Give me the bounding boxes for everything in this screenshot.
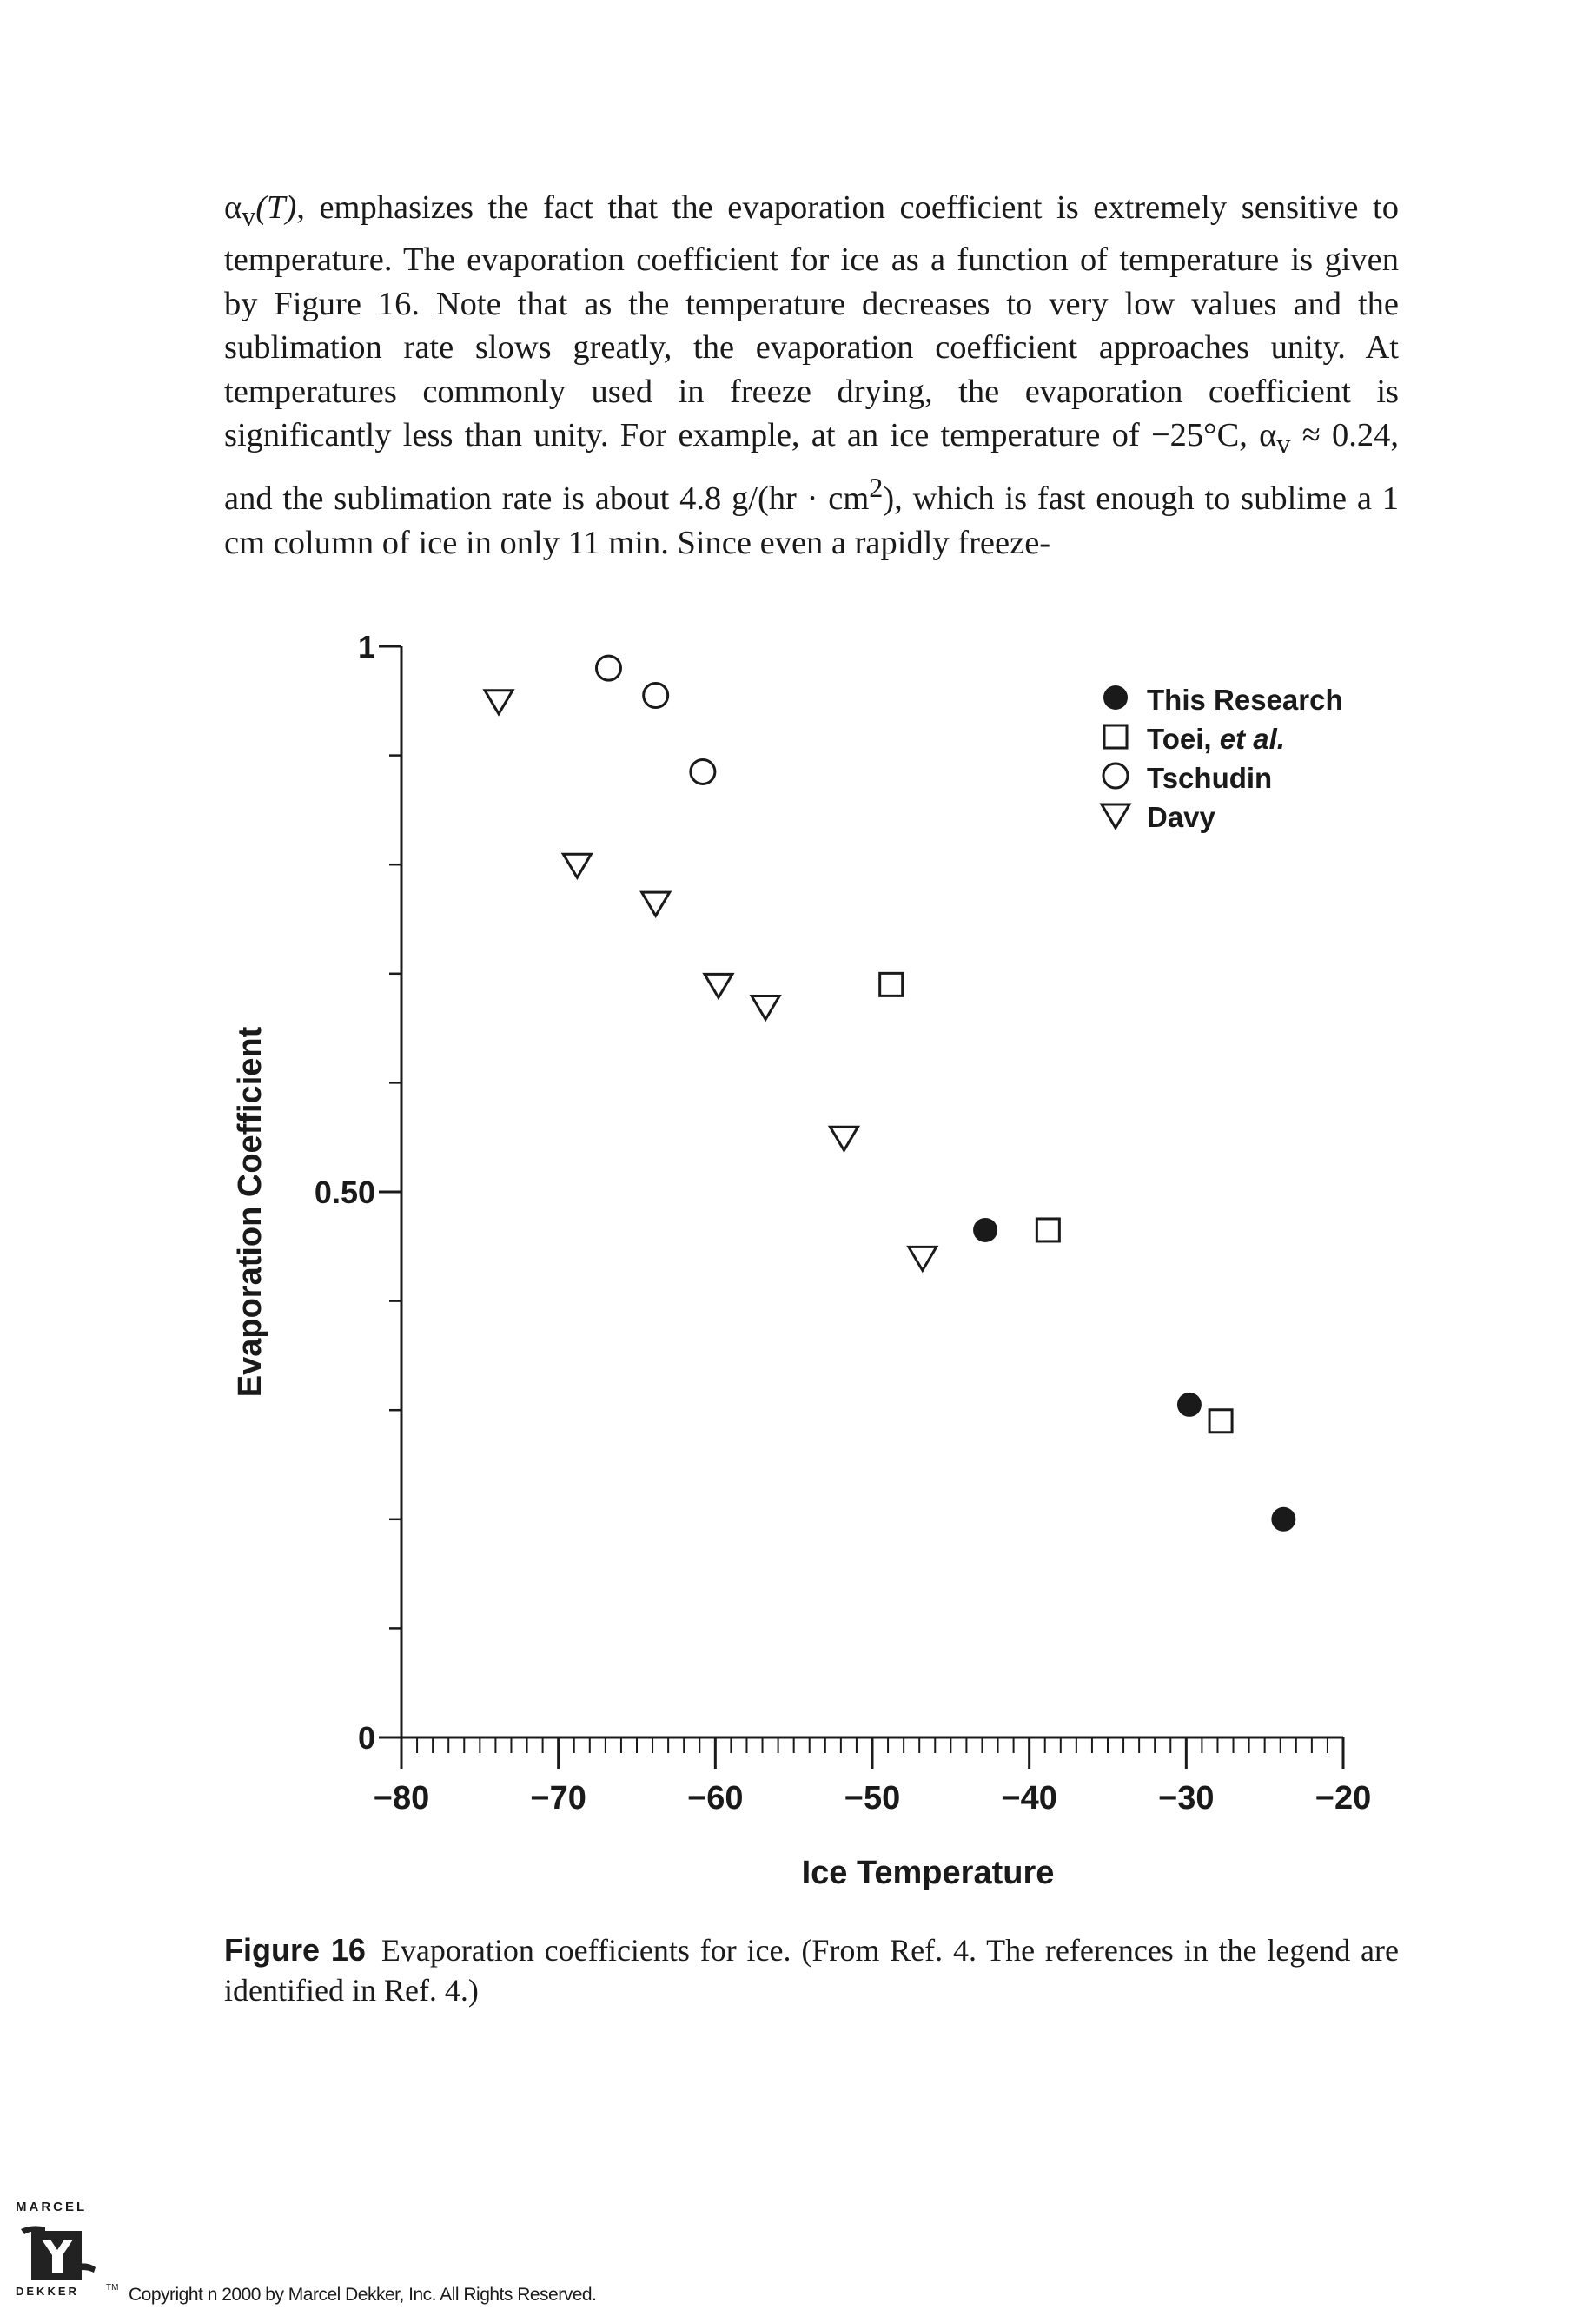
data-point — [1271, 1506, 1296, 1532]
data-point — [689, 758, 717, 785]
data-point — [639, 890, 672, 919]
x-tick-label: −30 — [1158, 1780, 1214, 1816]
y-tick-label: 0.50 — [315, 1175, 375, 1210]
data-point — [1035, 1217, 1061, 1243]
legend-label: This Research — [1147, 684, 1343, 716]
data-point — [560, 852, 593, 881]
data-point — [906, 1245, 939, 1274]
data-point — [1176, 1392, 1202, 1417]
y-tick-label: 0 — [358, 1720, 375, 1756]
x-tick-label: −40 — [1001, 1780, 1056, 1816]
publisher-logo-icon — [21, 2226, 96, 2280]
legend-label-text: Davy — [1147, 801, 1216, 833]
data-point — [642, 682, 670, 710]
copyright-text: Copyright n 2000 by Marcel Dekker, Inc. … — [129, 2285, 597, 2305]
legend-label-text: Tschudin — [1147, 762, 1272, 794]
legend-marker — [1099, 803, 1132, 830]
legend-label: Tschudin — [1147, 762, 1272, 794]
data-point — [482, 689, 515, 717]
alpha-subscript: v — [242, 200, 256, 232]
paragraph-part1: , emphasizes the fact that the evaporati… — [224, 189, 1399, 454]
data-point — [1208, 1408, 1234, 1434]
y-axis-label: Evaporation Coefficient — [232, 1026, 268, 1397]
figure-label: Figure 16 — [224, 1932, 366, 1968]
legend-marker — [1102, 762, 1129, 790]
legend-marker — [1103, 724, 1129, 750]
alpha-symbol-2: α — [1259, 417, 1277, 454]
data-point — [749, 994, 782, 1022]
paragraph-text: αv(T), emphasizes the fact that the evap… — [224, 186, 1399, 565]
alpha-symbol: α — [224, 189, 242, 226]
legend-marker — [1103, 685, 1128, 710]
footer: MARCEL DEKKER TM Copyright n 2000 by Mar… — [10, 2182, 619, 2305]
x-tick-label: −50 — [844, 1780, 900, 1816]
data-point — [594, 654, 622, 682]
chart-points — [482, 654, 1296, 1532]
superscript: 2 — [869, 472, 884, 504]
x-axis-label: Ice Temperature — [802, 1855, 1055, 1891]
data-point — [827, 1125, 861, 1154]
legend-label-text: Toei, — [1147, 723, 1220, 755]
x-tick-label: −70 — [530, 1780, 586, 1816]
x-tick-label: −20 — [1315, 1780, 1371, 1816]
legend-label: Toei, et al. — [1147, 723, 1285, 755]
body-paragraph: αv(T), emphasizes the fact that the evap… — [224, 186, 1399, 565]
x-tick-label: −60 — [687, 1780, 743, 1816]
paragraph-part2: ≈ 0.24, and the sublimation rate is abou… — [224, 417, 1399, 518]
publisher-logo-bottom: DEKKER — [16, 2285, 79, 2298]
alpha-argument: (T) — [255, 189, 297, 226]
x-tick-label: −80 — [374, 1780, 429, 1816]
data-point — [973, 1217, 998, 1242]
legend-label-italic: et al. — [1220, 723, 1285, 755]
y-tick-label: 1 — [358, 629, 375, 665]
trademark: TM — [106, 2283, 119, 2293]
legend-label: Davy — [1147, 801, 1216, 833]
data-point — [878, 971, 904, 997]
data-point — [702, 972, 735, 1001]
legend-label-text: This Research — [1147, 684, 1343, 716]
alpha-subscript-2: v — [1276, 427, 1291, 460]
chart-axes: 1 0.50 0 −80 −70 −60 −50 −40 −30 −20 — [315, 629, 1371, 1816]
caption-text: Evaporation coefficients for ice. (From … — [224, 1933, 1399, 2008]
publisher-logo-top: MARCEL — [16, 2200, 88, 2214]
paragraph-part3: ), which is fast enough to sublime a 1 c… — [224, 480, 1399, 561]
